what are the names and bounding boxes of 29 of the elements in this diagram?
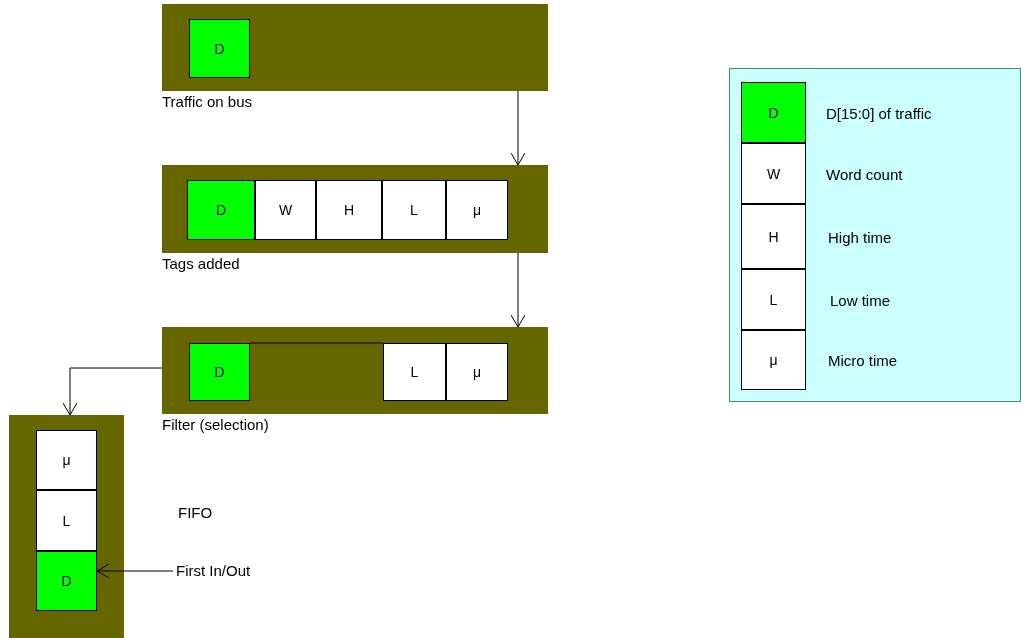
note-text: FIFO — [178, 504, 213, 521]
key-panel — [729, 68, 1021, 402]
pointer-text: First In/Out — [176, 562, 262, 580]
connector-line — [249, 342, 384, 344]
stage-caption: Traffic on bus — [162, 93, 253, 110]
field-cell: W — [255, 180, 316, 240]
arrow — [62, 367, 163, 416]
field-cell: μ — [36, 430, 97, 490]
field-cell: D — [36, 551, 97, 611]
description-text: D[15:0] of traffic — [826, 104, 932, 121]
register-band — [9, 415, 124, 638]
field-cell: μ — [446, 343, 508, 401]
field-cell: D — [189, 343, 250, 401]
field-cell: D — [187, 180, 255, 240]
field-cell: H — [316, 180, 382, 240]
description-text: Word count — [826, 165, 903, 182]
field-cell: L — [383, 343, 446, 401]
arrow — [96, 563, 174, 579]
field-cell: D — [189, 19, 250, 78]
description-text: Micro time — [828, 351, 898, 369]
arrow — [510, 252, 526, 328]
field-cell: L — [382, 180, 446, 240]
field-cell: μ — [446, 180, 508, 240]
description-text: High time — [828, 228, 892, 245]
field-cell: L — [36, 490, 97, 551]
stage-caption: Filter (selection) — [162, 416, 269, 433]
arrow — [510, 90, 526, 166]
description-text: Low time — [830, 291, 891, 308]
stage-caption: Tags added — [162, 255, 240, 272]
